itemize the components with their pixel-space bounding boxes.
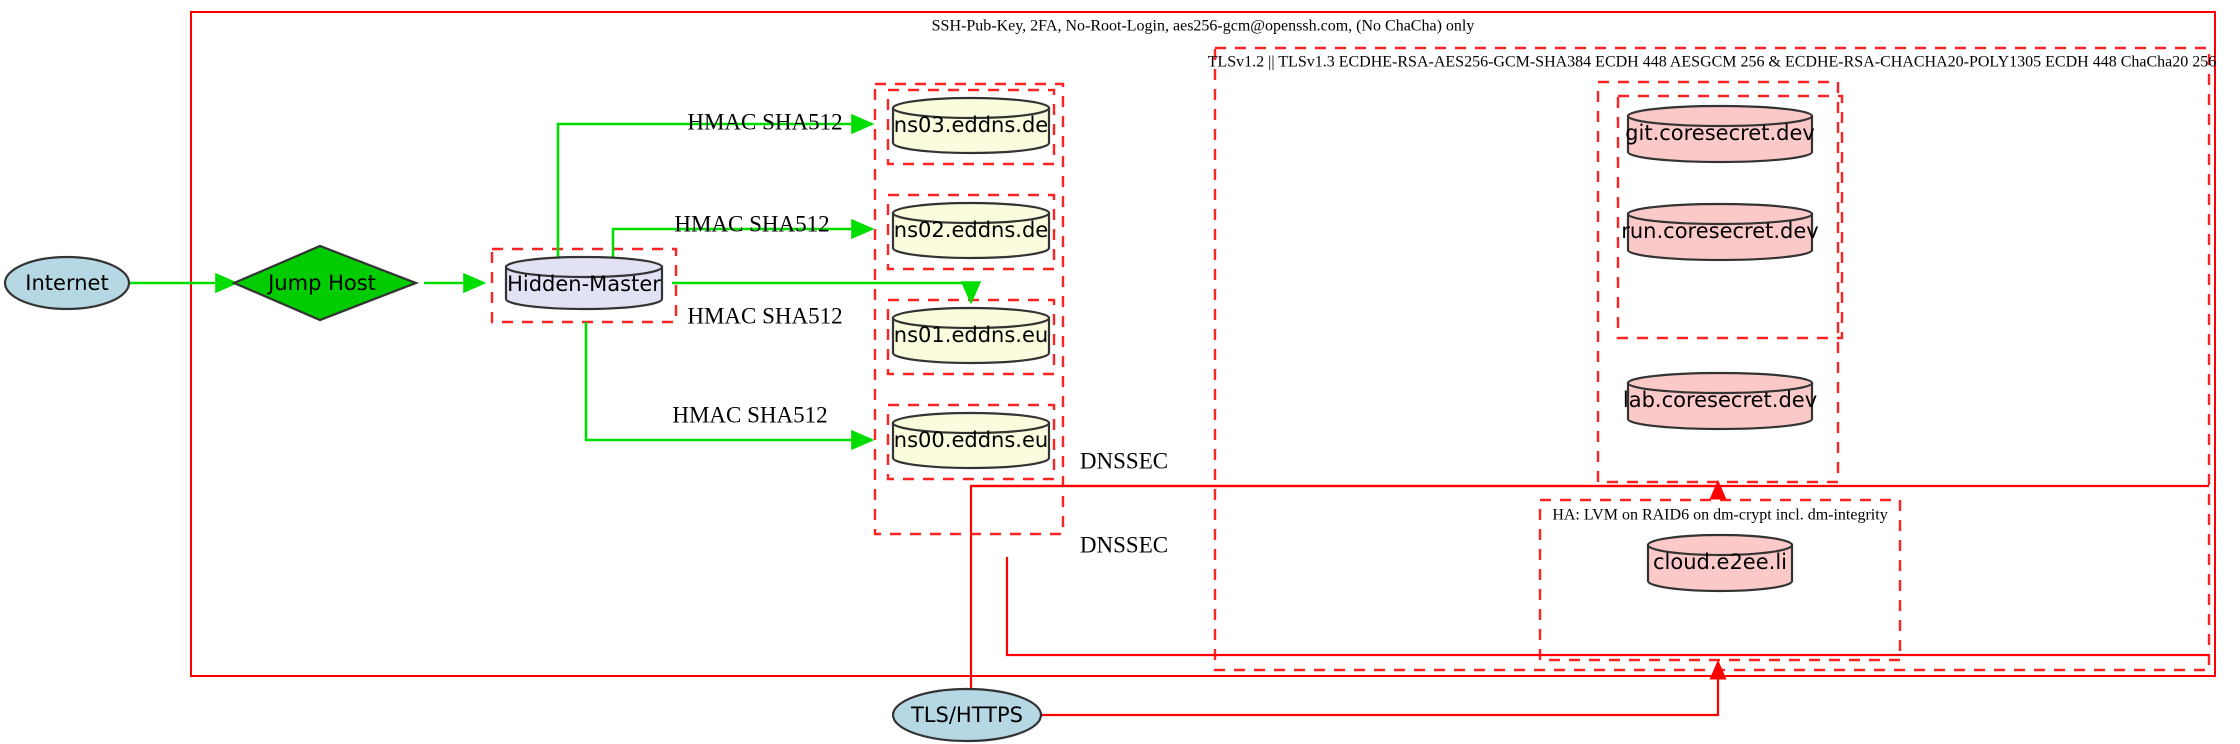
cluster-ssh-outer: SSH-Pub-Key, 2FA, No-Root-Login, aes256-… xyxy=(190,11,2216,677)
node-tls-https-label: TLS/HTTPS xyxy=(910,703,1023,727)
node-jump-host-label: Jump Host xyxy=(266,271,376,295)
node-run-coresecret-label: run.coresecret.dev xyxy=(1621,219,1819,243)
cluster-ssh-outer-label: SSH-Pub-Key, 2FA, No-Root-Login, aes256-… xyxy=(932,18,1475,35)
node-ns03[interactable]: ns03.eddns.de xyxy=(891,96,1051,155)
edge-label-hmac-ns01: HMAC SHA512 xyxy=(687,303,842,328)
edge-hiddenmaster-to-ns01 xyxy=(672,281,982,305)
edge-label-dnssec-upper: DNSSEC xyxy=(1080,448,1168,473)
cluster-hidden-master-zone xyxy=(490,247,678,324)
node-hidden-master-label: Hidden-Master xyxy=(507,272,661,296)
node-ns01-label: ns01.eddns.eu xyxy=(894,323,1048,347)
node-ns02[interactable]: ns02.eddns.de xyxy=(891,201,1051,260)
node-hidden-master[interactable]: Hidden-Master xyxy=(504,255,664,311)
node-cloud-e2ee[interactable]: cloud.e2ee.li xyxy=(1646,533,1794,593)
node-cloud-e2ee-label: cloud.e2ee.li xyxy=(1653,550,1787,574)
node-ns03-label: ns03.eddns.de xyxy=(894,113,1048,137)
cluster-ns03-box xyxy=(886,88,1056,166)
edge-hiddenmaster-to-ns03 xyxy=(556,113,875,265)
node-ns00[interactable]: ns00.eddns.eu xyxy=(891,411,1051,470)
node-lab-coresecret-label: lab.coresecret.dev xyxy=(1623,388,1817,412)
node-ns00-label: ns00.eddns.eu xyxy=(894,428,1048,452)
edge-hiddenmaster-to-ns02 xyxy=(611,218,875,265)
edge-tlshttps-to-ha xyxy=(1040,659,1727,717)
edge-label-hmac-ns00: HMAC SHA512 xyxy=(672,402,827,427)
cluster-tls-label: TLSv1.2 || TLSv1.3 ECDHE-RSA-AES256-GCM-… xyxy=(1208,54,2217,71)
edge-label-dnssec-lower: DNSSEC xyxy=(1080,532,1168,557)
cluster-coresecret-inner-zone xyxy=(1616,94,1844,340)
node-git-coresecret-label: git.coresecret.dev xyxy=(1625,121,1815,145)
node-lab-coresecret[interactable]: lab.coresecret.dev xyxy=(1623,371,1817,431)
node-internet-label: Internet xyxy=(25,271,108,295)
node-internet[interactable]: Internet xyxy=(3,255,131,311)
cluster-ha-label: HA: LVM on RAID6 on dm-crypt incl. dm-in… xyxy=(1552,507,1887,524)
node-git-coresecret[interactable]: git.coresecret.dev xyxy=(1625,104,1815,164)
edge-hiddenmaster-to-ns00 xyxy=(584,322,875,451)
node-jump-host[interactable]: Jump Host xyxy=(231,244,420,322)
cluster-ns02-box xyxy=(886,193,1056,271)
edge-label-hmac-ns02: HMAC SHA512 xyxy=(674,211,829,236)
cluster-ns00-box xyxy=(886,403,1056,481)
edge-red-routing-a xyxy=(1005,557,2209,657)
edge-label-hmac-ns03: HMAC SHA512 xyxy=(687,109,842,134)
cluster-tls: TLSv1.2 || TLSv1.3 ECDHE-RSA-AES256-GCM-… xyxy=(1208,46,2217,672)
node-run-coresecret[interactable]: run.coresecret.dev xyxy=(1621,202,1819,262)
node-ns01[interactable]: ns01.eddns.eu xyxy=(891,306,1051,365)
node-tls-https[interactable]: TLS/HTTPS xyxy=(891,687,1043,743)
node-ns02-label: ns02.eddns.de xyxy=(894,218,1048,242)
cluster-dns-zone xyxy=(873,82,1065,536)
